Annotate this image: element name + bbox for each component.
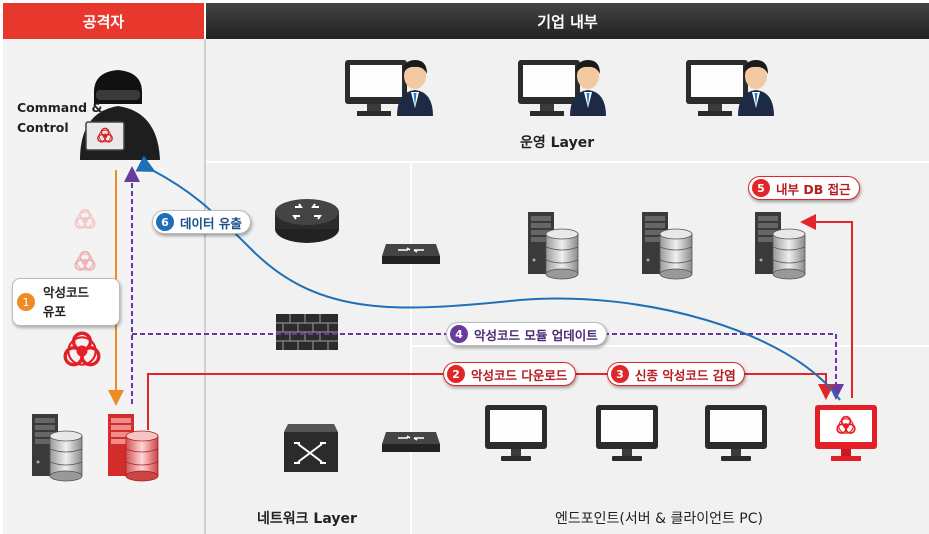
switch-icon xyxy=(284,424,338,472)
biohazard-icon xyxy=(74,250,96,271)
step-6-callout: 6 데이터 유출 xyxy=(152,210,251,234)
step-3-callout: 3 신종 악성코드 감염 xyxy=(607,362,745,386)
internal-header: 기업 내부 xyxy=(206,3,929,39)
step-6-number: 6 xyxy=(156,213,174,231)
server-db-icon xyxy=(641,211,693,280)
operator-icon xyxy=(345,60,433,116)
attacker-header-label: 공격자 xyxy=(82,12,125,31)
operations-layer-label: 운영 Layer xyxy=(520,135,595,151)
biohazard-icon xyxy=(63,331,101,367)
server-db-icon xyxy=(527,211,579,280)
step-1-number: 1 xyxy=(17,293,35,311)
step-5-arrow xyxy=(800,214,853,398)
infected-monitor-icon xyxy=(815,405,877,461)
firewall-icon xyxy=(276,314,338,350)
monitor-icon xyxy=(596,405,658,461)
step-2-number: 2 xyxy=(447,365,465,383)
step-3-label: 신종 악성코드 감염 xyxy=(635,367,736,383)
internal-header-label: 기업 내부 xyxy=(537,12,598,31)
server-db-icon xyxy=(31,413,83,482)
hacker-icon xyxy=(80,70,160,160)
monitor-icon xyxy=(485,405,547,461)
step-1-callout: 1 악성코드 유포 xyxy=(12,278,120,326)
step-2-label: 악성코드 다운로드 xyxy=(471,367,568,383)
step-1-label: 악성코드 유포 xyxy=(43,285,90,319)
step-6-label: 데이터 유출 xyxy=(180,215,242,231)
endpoint-layer-label: 엔드포인트(서버 & 클라이언트 PC) xyxy=(555,511,763,527)
step-5-callout: 5 내부 DB 접근 xyxy=(748,176,860,200)
step-2-callout: 2 악성코드 다운로드 xyxy=(443,362,577,386)
step-3-number: 3 xyxy=(611,365,629,383)
step-5-label: 내부 DB 접근 xyxy=(776,181,851,197)
server-db-icon xyxy=(754,211,806,280)
operator-icon xyxy=(686,60,774,116)
operator-icon xyxy=(518,60,606,116)
step-5-number: 5 xyxy=(752,179,770,197)
switch-icon xyxy=(382,432,440,452)
biohazard-icon xyxy=(74,208,96,229)
network-layer-label: 네트워크 Layer xyxy=(257,511,357,527)
switch-icon xyxy=(382,244,440,264)
router-icon xyxy=(275,199,339,243)
attacker-header: 공격자 xyxy=(3,3,204,39)
monitor-icon xyxy=(705,405,767,461)
step-4-label: 악성코드 모듈 업데이트 xyxy=(474,327,598,343)
step-4-callout: 4 악성코드 모듈 업데이트 xyxy=(446,322,607,346)
step-4-number: 4 xyxy=(450,325,468,343)
step-4-arrow xyxy=(132,333,844,400)
infected-server-db-icon xyxy=(108,414,159,482)
cnc-label: Command & Control xyxy=(17,100,103,135)
